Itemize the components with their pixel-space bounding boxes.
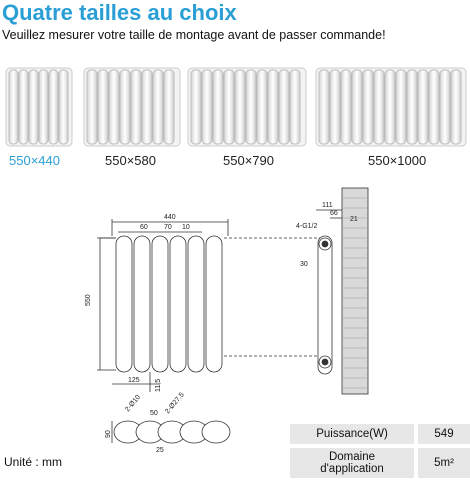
page-title: Quatre tailles au choix — [2, 0, 237, 25]
dim-60: 60 — [140, 224, 148, 231]
radiator-thumb-790[interactable] — [187, 67, 307, 147]
dim-21: 21 — [350, 216, 358, 223]
spec-value: 549 — [414, 424, 470, 444]
radiator-thumb-580[interactable] — [83, 67, 181, 147]
size-option-790[interactable]: 550×790 — [223, 153, 274, 168]
size-option-1000[interactable]: 550×1000 — [368, 153, 427, 168]
dim-25: 25 — [156, 447, 164, 454]
size-option-440[interactable]: 550×440 — [9, 153, 60, 168]
dim-10: 10 — [182, 224, 190, 231]
dim-90: 90 — [105, 430, 112, 438]
spec-name: Puissance(W) — [290, 424, 414, 444]
dim-2-phi27-5: 2-Ø27.5 — [164, 391, 186, 415]
dim-4-g1-2: 4-G1/2 — [296, 223, 318, 230]
plan-view-drawing — [111, 420, 231, 444]
spec-row-area: Domaine d'application 5m² — [290, 448, 470, 478]
size-option-580[interactable]: 550×580 — [105, 153, 156, 168]
spec-table: Puissance(W) 549 Domaine d'application 5… — [290, 420, 470, 482]
front-view-drawing — [97, 219, 320, 392]
dim-2-phi10: 2-Ø10 — [124, 394, 142, 413]
page-subtitle: Veuillez mesurer votre taille de montage… — [2, 28, 386, 42]
product-illustration: 440 60 70 10 550 125 11,5 111 66 21 4-G1… — [5, 67, 467, 454]
radiator-thumb-1000[interactable] — [315, 67, 467, 147]
spec-row-power: Puissance(W) 549 — [290, 424, 470, 444]
dim-111: 111 — [322, 202, 333, 209]
spec-value: 5m² — [414, 448, 470, 478]
radiator-thumb-440[interactable] — [5, 67, 73, 147]
dim-11-5: 11,5 — [155, 379, 162, 392]
unit-label: Unité : mm — [4, 455, 63, 469]
dim-66: 66 — [330, 210, 338, 217]
dim-70: 70 — [164, 224, 172, 231]
dim-440: 440 — [164, 214, 176, 221]
dim-50: 50 — [150, 410, 158, 417]
dim-125: 125 — [128, 377, 140, 384]
side-view-drawing — [316, 187, 369, 395]
dim-550: 550 — [85, 294, 92, 306]
dim-30: 30 — [300, 261, 308, 268]
spec-name: Domaine d'application — [290, 448, 414, 478]
